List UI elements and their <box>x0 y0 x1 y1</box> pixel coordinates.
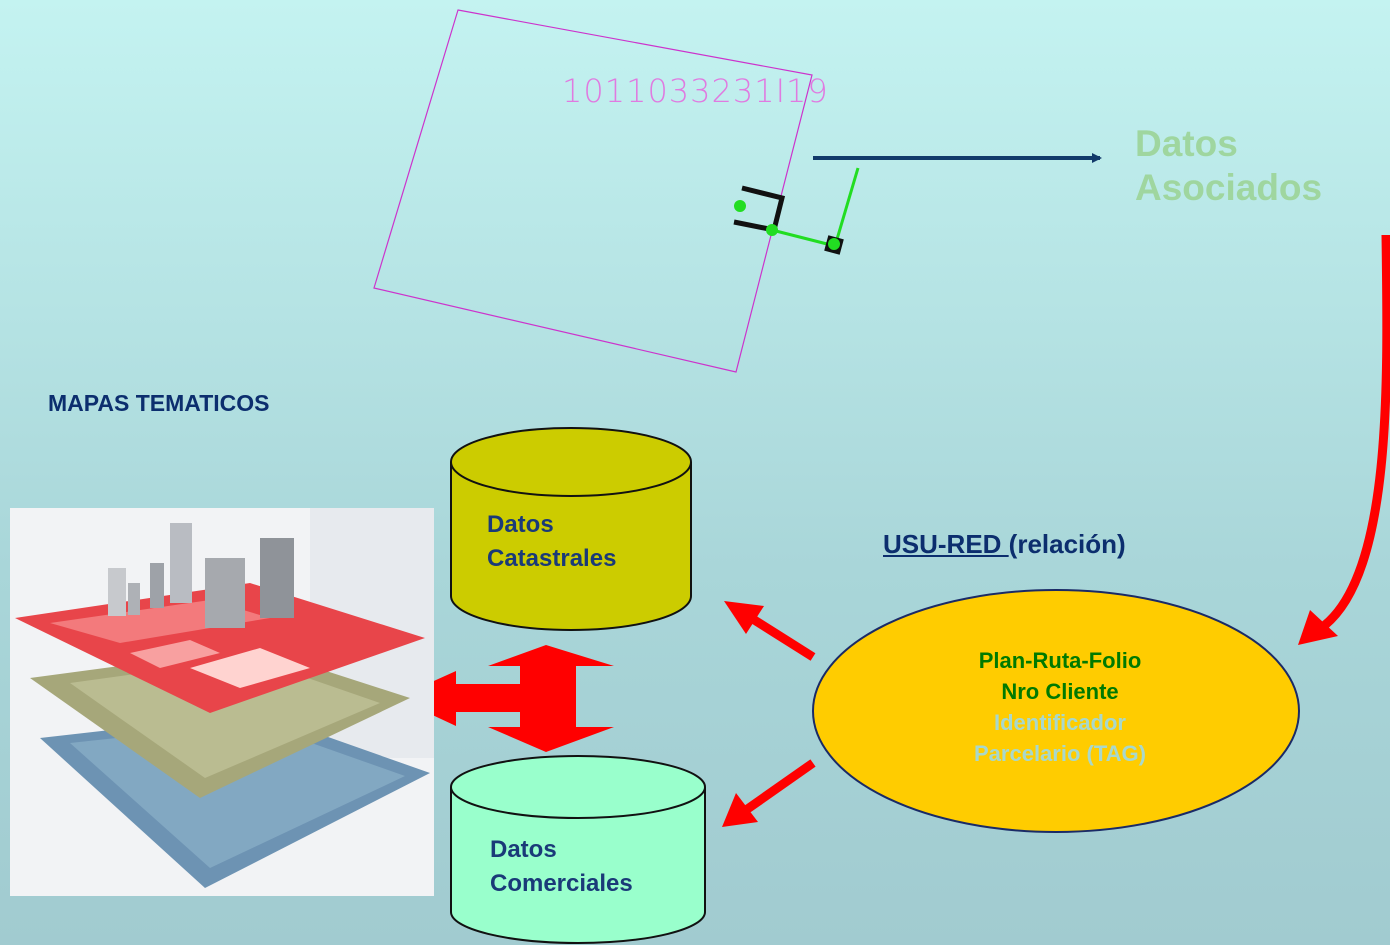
double-arrow-vertical <box>488 645 614 752</box>
field-nro-cliente: Nro Cliente <box>1001 679 1119 704</box>
field-identificador: Identificador <box>993 710 1126 735</box>
db-comerciales-label: Datos Comerciales <box>490 833 633 901</box>
usu-red-name: USU-RED <box>883 529 1009 559</box>
relation-fields: Plan-Ruta-Folio Nro Cliente Identificado… <box>900 645 1220 769</box>
db-comerciales-line2: Comerciales <box>490 870 633 897</box>
datos-asociados-label: Datos Asociados <box>1135 122 1322 210</box>
arrow-ellipse-to-comerciales <box>722 759 816 827</box>
db-comerciales-line1: Datos <box>490 836 557 863</box>
usu-red-suffix: (relación) <box>1008 529 1126 559</box>
datos-asociados-line1: Datos <box>1135 123 1238 164</box>
arrow-ellipse-to-catastrales <box>724 601 816 661</box>
parcel-outline <box>373 9 813 373</box>
db-catastrales-cylinder <box>450 427 692 631</box>
parcel-id-label: 1011033231I19 <box>562 72 829 110</box>
db-comerciales-cylinder <box>450 755 706 944</box>
db-catastrales-line2: Catastrales <box>487 545 617 572</box>
field-parcelario-tag: Parcelario (TAG) <box>974 741 1146 766</box>
connection-symbol <box>733 167 860 255</box>
layered-city-illustration <box>10 508 434 896</box>
db-catastrales-line1: Datos <box>487 511 554 538</box>
datos-asociados-line2: Asociados <box>1135 167 1323 208</box>
mapas-tematicos-title: MAPAS TEMATICOS <box>48 390 270 416</box>
curved-red-arrow <box>1298 234 1390 645</box>
relation-ellipse <box>812 589 1300 833</box>
usu-red-heading: USU-RED (relación) <box>883 529 1126 560</box>
thematic-maps-image <box>10 508 434 896</box>
field-plan-ruta-folio: Plan-Ruta-Folio <box>978 648 1142 673</box>
db-catastrales-label: Datos Catastrales <box>487 508 616 576</box>
